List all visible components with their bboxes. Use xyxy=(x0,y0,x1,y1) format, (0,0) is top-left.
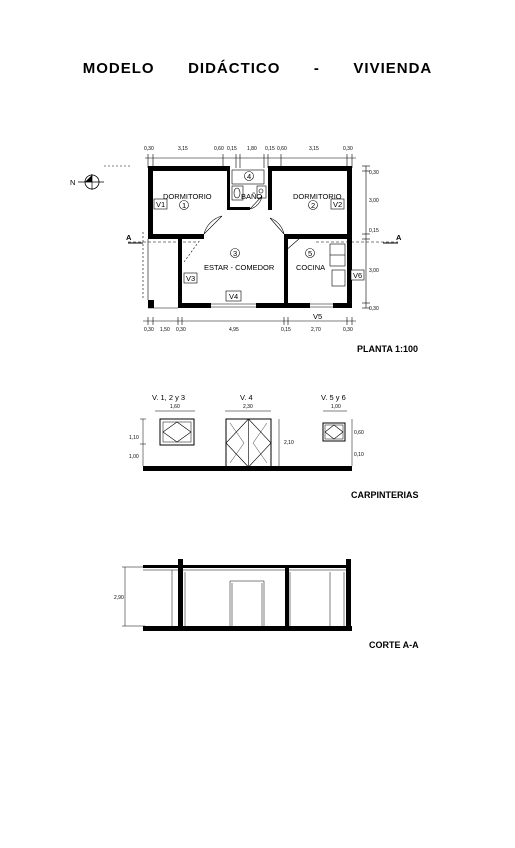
section-height-dim: 2,90 xyxy=(114,595,124,601)
right-dim-4: 0,30 xyxy=(369,306,379,312)
plan-caption: PLANTA 1:100 xyxy=(357,344,418,354)
room-name-dormitorio-2: DORMITORIO xyxy=(293,192,342,201)
room-number-5: 5 xyxy=(308,249,312,258)
kitchen-fixtures-icon xyxy=(329,243,346,287)
carpentry-width-v4: 2,30 xyxy=(243,404,253,410)
carpentry-right-dim-1: 0,10 xyxy=(354,452,364,458)
floor-plan: 0,30 3,15 0,60 0,15 1,80 0,15 0,60 3,15 … xyxy=(70,146,418,354)
bottom-dim-4: 0,15 xyxy=(281,327,291,333)
window-tag-v4: V4 xyxy=(229,292,238,301)
room-number-3: 3 xyxy=(233,249,237,258)
top-dim-3: 0,15 xyxy=(227,146,237,152)
north-label: N xyxy=(70,178,75,187)
window-tag-v5: V5 xyxy=(313,312,322,321)
carpentry-title-v56: V. 5 y 6 xyxy=(321,393,346,402)
bottom-dim-3: 4,95 xyxy=(229,327,239,333)
carpentry-caption: CARPINTERIAS xyxy=(351,490,419,500)
window-tag-v6: V6 xyxy=(353,271,362,280)
section-mark-right: A xyxy=(396,233,402,242)
top-dim-1: 3,15 xyxy=(178,146,188,152)
top-dim-0: 0,30 xyxy=(144,146,154,152)
room-number-2: 2 xyxy=(311,201,315,210)
carpentry-left-dim-0: 1,10 xyxy=(129,435,139,441)
carpentry-title-v123: V. 1, 2 y 3 xyxy=(152,393,185,402)
window-tag-v2: V2 xyxy=(333,200,342,209)
carpentry-title-v4: V. 4 xyxy=(240,393,253,402)
section-mark-left: A xyxy=(126,233,132,242)
bottom-dim-2: 0,30 xyxy=(176,327,186,333)
top-dim-4: 1,80 xyxy=(247,146,257,152)
window-elevation-v56 xyxy=(322,422,346,442)
section-a-a: 2,90 CORTE A-A xyxy=(114,559,419,650)
section-caption: CORTE A-A xyxy=(369,640,419,650)
window-tag-v3: V3 xyxy=(186,274,195,283)
room-number-4: 4 xyxy=(247,172,251,181)
carpentry-v4-height: 2,10 xyxy=(284,440,294,446)
bottom-dim-1: 1,50 xyxy=(160,327,170,333)
top-dim-8: 0,30 xyxy=(343,146,353,152)
carpentry-elevations: V. 1, 2 y 3 V. 4 V. 5 y 6 1,60 2,30 1,00… xyxy=(129,393,419,500)
window-elevation-v123 xyxy=(159,418,195,446)
window-tag-v1: V1 xyxy=(156,200,165,209)
right-dim-0: 0,30 xyxy=(369,170,379,176)
room-name-bano: BAÑO xyxy=(241,192,262,201)
bottom-dim-0: 0,30 xyxy=(144,327,154,333)
right-dim-2: 0,15 xyxy=(369,228,379,234)
room-name-estar-comedor: ESTAR - COMEDOR xyxy=(204,263,275,272)
right-dim-1: 3,00 xyxy=(369,198,379,204)
room-number-1: 1 xyxy=(182,201,186,210)
carpentry-width-v123: 1,60 xyxy=(170,404,180,410)
room-name-cocina: COCINA xyxy=(296,263,325,272)
room-name-dormitorio-1: DORMITORIO xyxy=(163,192,212,201)
north-arrow-icon xyxy=(78,174,104,190)
bath-fixtures-icon xyxy=(231,169,267,201)
carpentry-left-dim-1: 1,00 xyxy=(129,454,139,460)
top-dim-7: 3,15 xyxy=(309,146,319,152)
page-title: MODELO DIDÁCTICO - VIVIENDA xyxy=(82,60,433,77)
top-dim-6: 0,60 xyxy=(277,146,287,152)
carpentry-right-dim-0: 0,60 xyxy=(354,430,364,436)
bottom-dim-5: 2,70 xyxy=(311,327,321,333)
right-dim-3: 3,00 xyxy=(369,268,379,274)
top-dim-2: 0,60 xyxy=(214,146,224,152)
door-elevation-v4 xyxy=(225,418,272,468)
carpentry-width-v56: 1,00 xyxy=(331,404,341,410)
bottom-dim-6: 0,30 xyxy=(343,327,353,333)
top-dim-5: 0,15 xyxy=(265,146,275,152)
